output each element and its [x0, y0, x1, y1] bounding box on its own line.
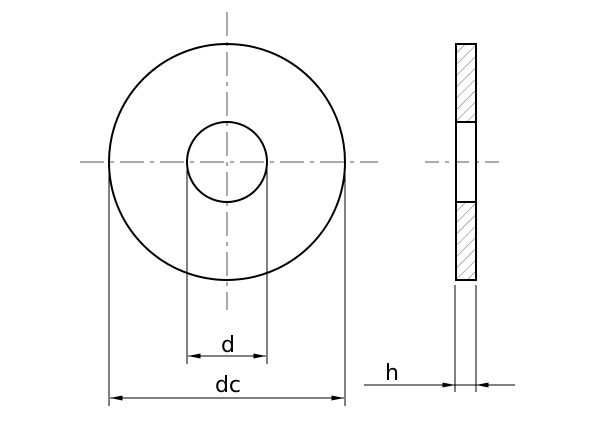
h-label: h — [385, 361, 399, 386]
outer-circle — [108, 43, 346, 281]
extension-lines — [108, 166, 477, 406]
side-section-top — [455, 43, 477, 123]
inner-circle — [186, 121, 268, 203]
side-section-bottom — [455, 201, 477, 281]
d-label: d — [221, 333, 235, 358]
front-centerlines — [80, 12, 378, 310]
dc-label: dc — [215, 373, 241, 398]
